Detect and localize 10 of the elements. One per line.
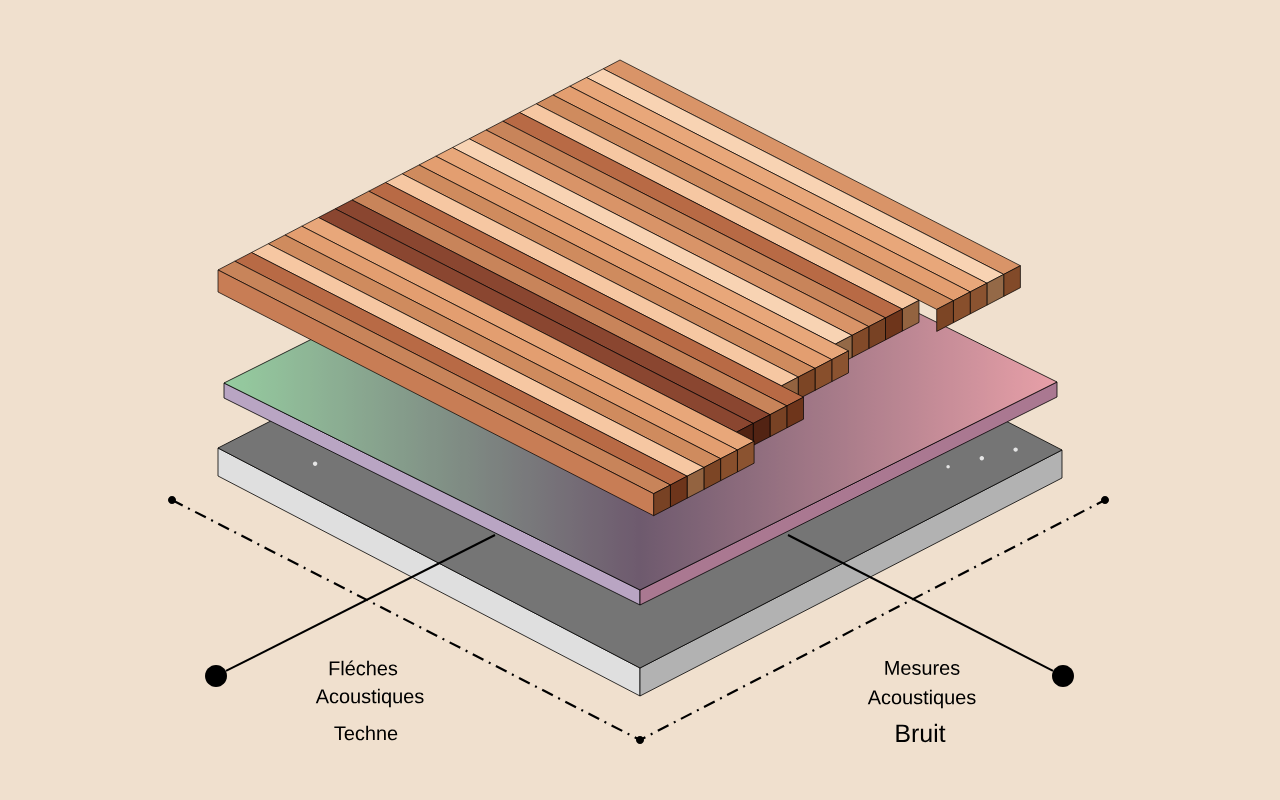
label-text: Techne <box>334 725 398 741</box>
leader-dot <box>205 665 227 687</box>
leader-line <box>787 534 1055 672</box>
leader-line <box>225 534 496 672</box>
label-text: Mesures <box>885 661 960 675</box>
label-text: Fléches <box>329 660 398 676</box>
label-text: Acoustiques <box>867 689 976 709</box>
label-text: Bruit <box>896 723 946 743</box>
label-text: Acoustiques <box>315 688 424 708</box>
leader-dot <box>1052 665 1074 687</box>
